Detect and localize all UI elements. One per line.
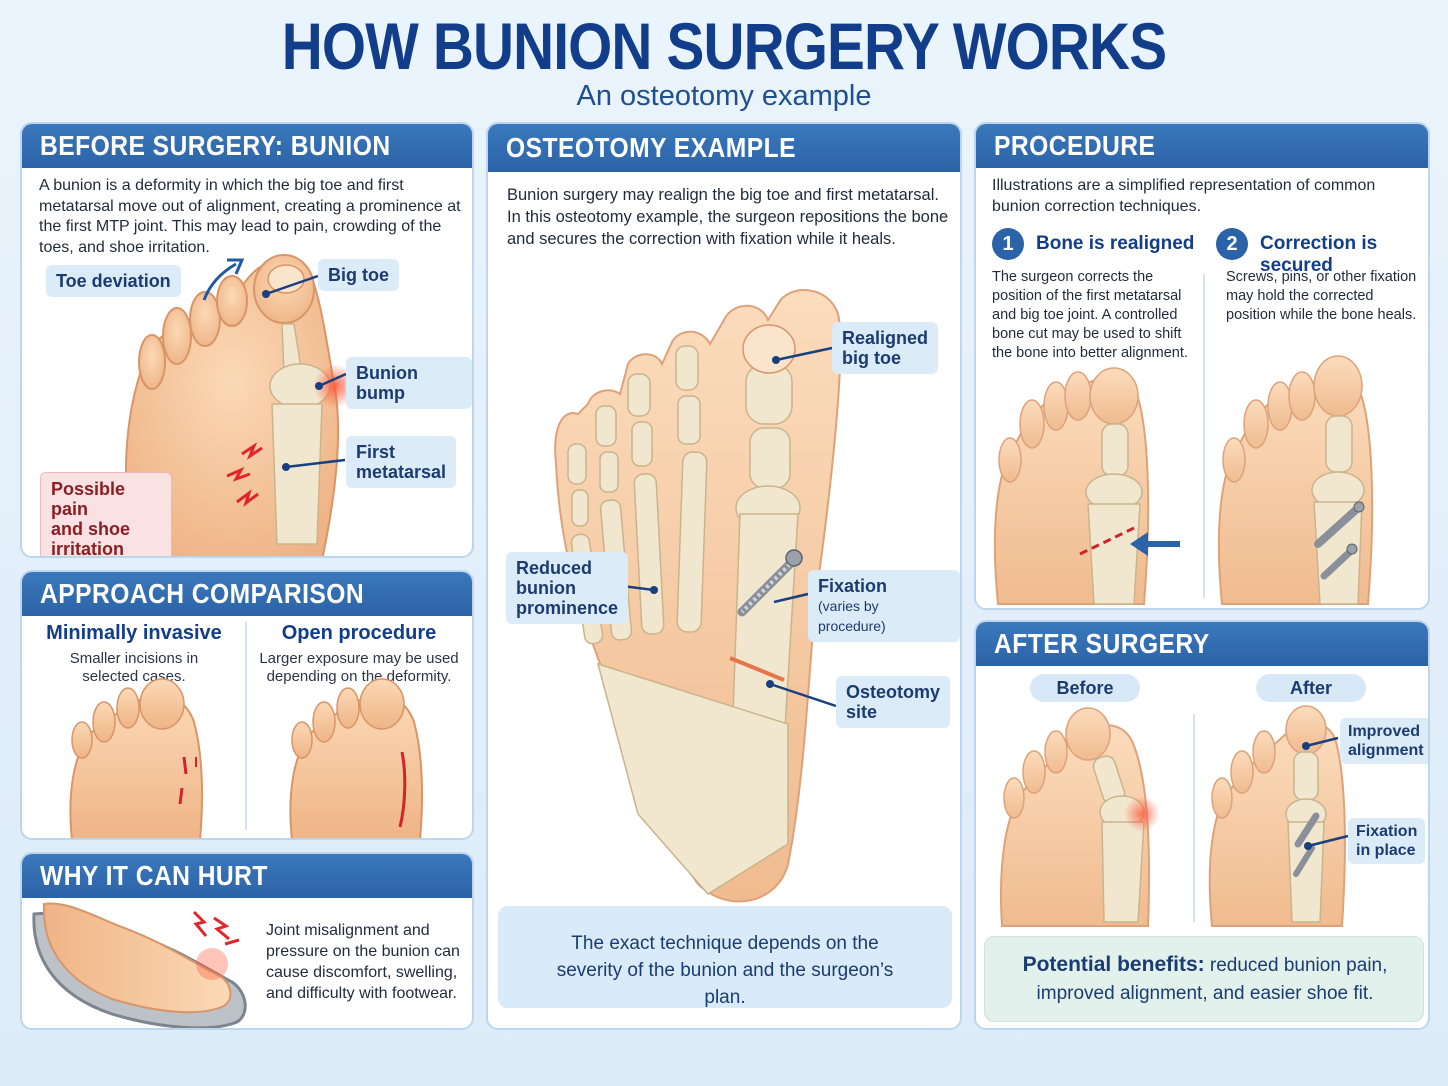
big-toe-label: Big toe [318,259,399,291]
before-surgery-description: A bunion is a deformity in which the big… [39,177,461,256]
possible-pain-label: Possible pain and shoe irritation [40,472,172,556]
why-it-hurts-heading: WHY IT CAN HURT [22,854,472,898]
open-procedure-desc: Larger exposure may be used depending on… [259,650,459,685]
procedure-steps-illustration [993,274,1374,605]
open-procedure-title: Open procedure [281,622,437,644]
benefits-box: Potential benefits: reduced bunion pain,… [984,936,1424,1022]
step-1-number: 1 [992,228,1024,260]
step-1-text: The surgeon corrects the position of the… [992,269,1188,361]
first-metatarsal-label: First metatarsal [346,436,457,488]
after-pill: After [1256,674,1366,702]
fixation-in-place-label: Fixation in place [1348,818,1426,864]
before-surgery-heading: BEFORE SURGERY: BUNION [22,124,472,168]
after-surgery-panel: AFTER SURGERY Before After [974,620,1430,1030]
improved-alignment-label: Improved alignment [1340,718,1428,764]
minimal-invasive-title: Minimally invasive [46,622,222,644]
technique-note-text: The exact technique depends on the sever… [556,933,894,1008]
bunion-bump-label: Bunion bump [346,357,472,409]
osteotomy-description: Bunion surgery may realign the big toe a… [507,186,949,248]
technique-note-box: The exact technique depends on the sever… [498,906,952,1008]
step-2-text: Screws, pins, or other fixation may hold… [1226,269,1417,323]
reduced-bunion-label: Reduced bunion prominence [506,552,629,624]
why-it-hurts-panel: WHY IT CAN HURT Joint misalignment and p… [20,852,474,1030]
after-surgery-comparison-illustration [999,705,1349,927]
page-subtitle: An osteotomy example [576,80,872,112]
procedure-heading: PROCEDURE [976,124,1428,168]
step-1-title: Bone is realigned [1036,233,1195,254]
before-pill: Before [1030,674,1140,702]
approach-comparison-panel: APPROACH COMPARISON Minimally invasive S… [20,570,474,840]
osteotomy-heading: OSTEOTOMY EXAMPLE [488,124,960,172]
page-title: HOW BUNION SURGERY WORKS [281,9,1167,83]
toe-deviation-label: Toe deviation [46,265,181,297]
benefits-label: Potential benefits: [1022,953,1205,976]
procedure-panel: PROCEDURE Illustrations are a simplified… [974,122,1430,610]
why-it-hurts-description: Joint misalignment and pressure on the b… [266,922,460,1002]
benefits-text: Potential benefits: reduced bunion pain,… [1022,953,1388,1004]
approach-comparison-illustration [69,622,423,838]
osteotomy-panel: OSTEOTOMY EXAMPLE Bunion surgery may rea… [486,122,962,1030]
approach-comparison-heading: APPROACH COMPARISON [22,572,472,616]
step-2-number: 2 [1216,228,1248,260]
bunion-foot-illustration [124,254,357,556]
fixation-label: Fixation (varies by procedure) [808,570,960,642]
procedure-description: Illustrations are a simplified represent… [992,177,1376,215]
before-surgery-panel: BEFORE SURGERY: BUNION A bunion is a def… [20,122,474,558]
realigned-big-toe-label: Realigned big toe [832,322,939,374]
step-2-title: Correction is secured [1260,233,1378,276]
osteotomy-foot-skeleton [554,289,842,903]
after-surgery-heading: AFTER SURGERY [976,622,1428,666]
shoe-pressure-illustration [32,902,247,1028]
osteotomy-site-label: Osteotomy site [836,676,951,728]
